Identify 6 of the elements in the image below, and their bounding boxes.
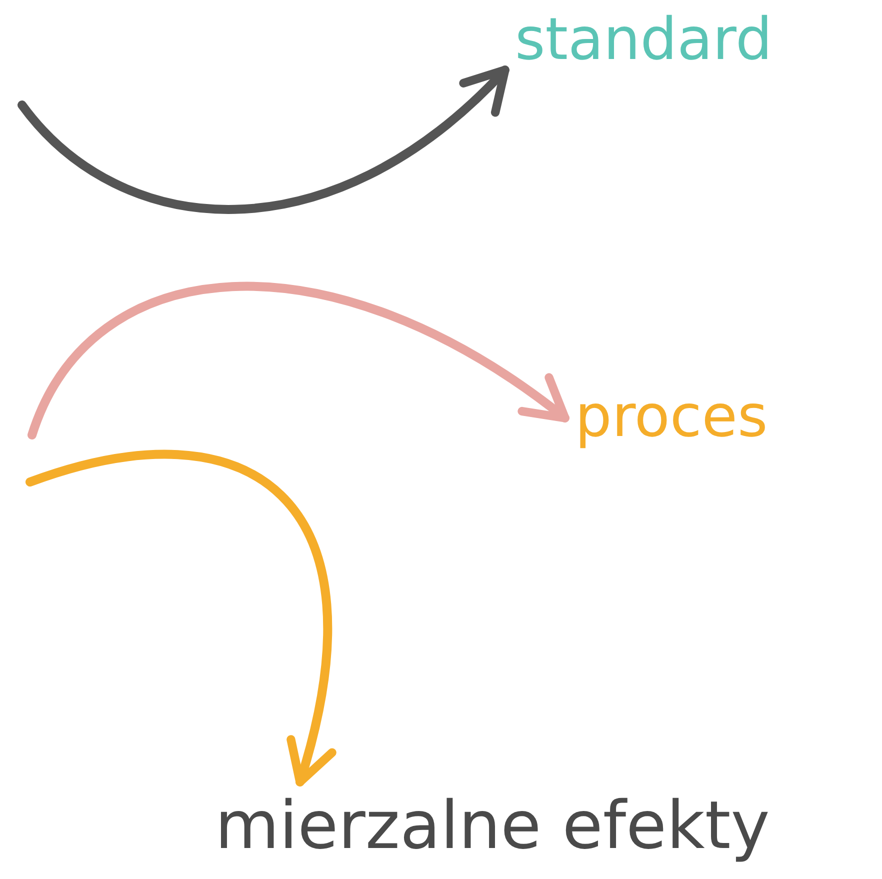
word-label: mierzalne efekty xyxy=(215,790,770,863)
word-label: standard xyxy=(515,8,772,72)
curved-arrow xyxy=(28,282,570,440)
curved-arrow xyxy=(26,450,335,786)
word-label: proces xyxy=(575,385,768,449)
curved-arrow xyxy=(18,66,510,214)
